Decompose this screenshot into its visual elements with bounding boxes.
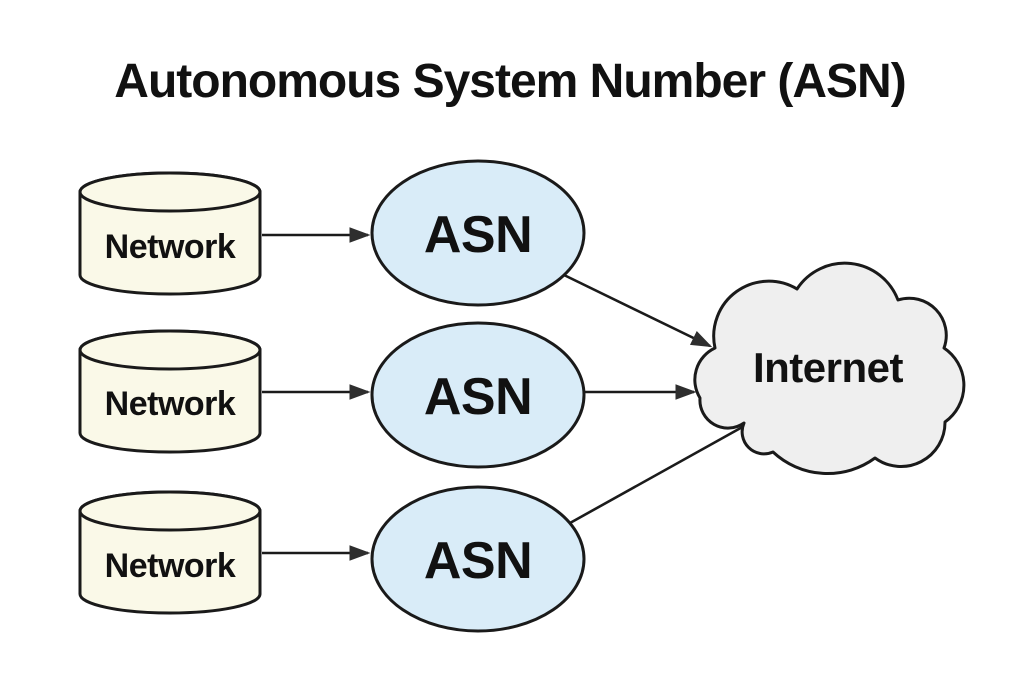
edge-asn1-internet [563, 273, 713, 348]
asn-label-1: ASN [424, 206, 532, 264]
asn-node-3: ASN [370, 485, 586, 633]
edge-asn3-internet [569, 423, 747, 525]
network-label-2: Network [105, 385, 236, 423]
asn-ellipse [370, 485, 586, 633]
asn-label-3: ASN [424, 532, 532, 590]
cylinder-top [78, 171, 262, 213]
internet-label: Internet [753, 344, 904, 391]
network-label-1: Network [105, 228, 236, 266]
diagram-title: Autonomous System Number (ASN) [114, 55, 905, 108]
network-label-3: Network [105, 547, 236, 585]
cloud-shape [693, 261, 966, 476]
network-node-2: Network [78, 329, 262, 454]
asn-node-2: ASN [370, 321, 586, 469]
cylinder-top [78, 490, 262, 532]
network-node-1: Network [78, 171, 262, 296]
asn-node-1: ASN [370, 159, 586, 307]
internet-node: Internet [693, 261, 966, 476]
asn-ellipse [370, 321, 586, 469]
network-node-3: Network [78, 490, 262, 615]
asn-ellipse [370, 159, 586, 307]
cylinder-top [78, 329, 262, 371]
asn-label-2: ASN [424, 368, 532, 426]
